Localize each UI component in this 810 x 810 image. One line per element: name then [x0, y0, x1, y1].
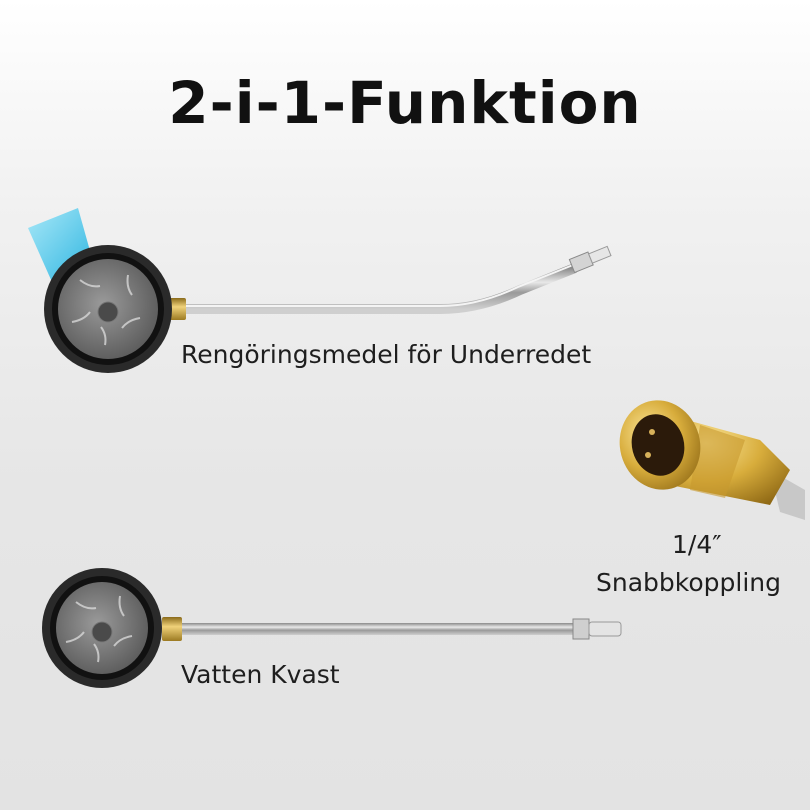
- water-broom-wand-image: [42, 568, 622, 688]
- undercarriage-cleaner-wand-image: [28, 208, 612, 373]
- undercarriage-cleaner-label: Rengöringsmedel för Underredet: [181, 340, 592, 369]
- water-broom-label: Vatten Kvast: [181, 660, 340, 689]
- coupling-size-label: 1/4″: [672, 530, 722, 559]
- brass-quick-coupler-image: [619, 400, 805, 520]
- page-title: 2-i-1-Funktion: [168, 69, 642, 137]
- quick-coupling-label: Snabbkoppling: [596, 568, 781, 597]
